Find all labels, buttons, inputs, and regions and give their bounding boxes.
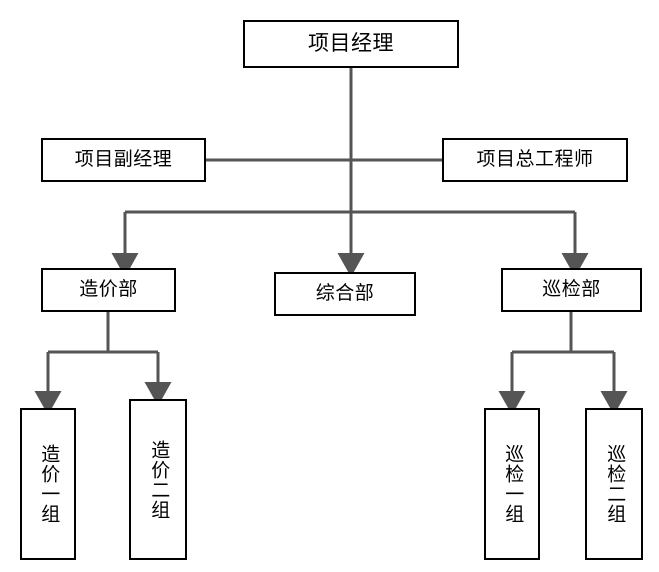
node-patrol-team-1[interactable]: 巡检一组 (484, 408, 540, 560)
node-label: 综合部 (315, 283, 375, 305)
node-label: 造价二组 (148, 439, 170, 520)
node-cost-team-1[interactable]: 造价一组 (20, 408, 76, 560)
node-chief-engineer[interactable]: 项目总工程师 (442, 138, 628, 182)
node-label: 项目总工程师 (476, 149, 594, 171)
node-label: 巡检一组 (502, 444, 524, 524)
node-label: 造价一组 (38, 444, 60, 524)
node-label: 项目经理 (308, 32, 394, 56)
node-deputy-project-manager[interactable]: 项目副经理 (41, 138, 206, 182)
node-patrol-department[interactable]: 巡检部 (501, 268, 642, 312)
node-cost-team-2[interactable]: 造价二组 (129, 399, 187, 560)
node-label: 造价部 (79, 279, 138, 301)
node-patrol-team-2[interactable]: 巡检二组 (585, 408, 643, 560)
node-label: 项目副经理 (74, 149, 173, 171)
node-label: 巡检部 (542, 279, 601, 301)
node-label: 巡检二组 (604, 444, 626, 524)
node-project-manager[interactable]: 项目经理 (243, 20, 459, 68)
node-cost-department[interactable]: 造价部 (41, 268, 176, 312)
node-general-department[interactable]: 综合部 (274, 272, 416, 316)
